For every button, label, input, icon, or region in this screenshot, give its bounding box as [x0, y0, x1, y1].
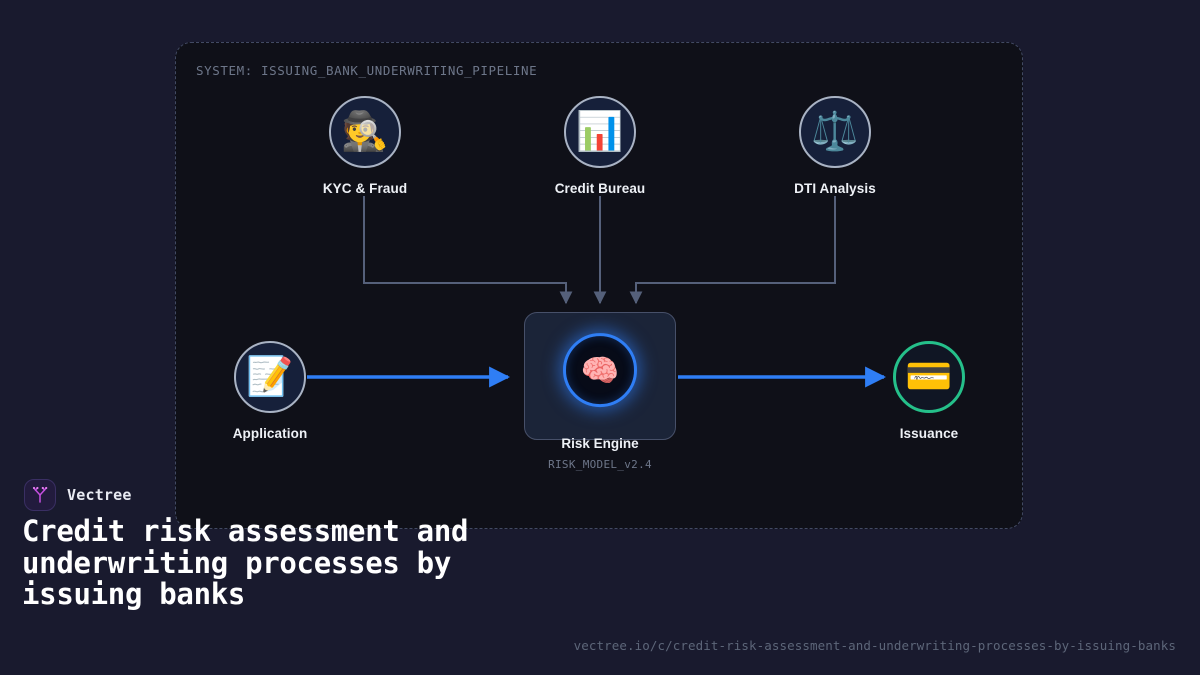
node-label-issuance: Issuance — [899, 426, 959, 441]
scales-icon: ⚖️ — [799, 96, 871, 168]
node-credit-bureau[interactable]: 📊 Credit Bureau — [530, 96, 670, 196]
node-issuance[interactable]: 💳 Issuance — [859, 341, 999, 441]
memo-pencil-glyph: 📝 — [246, 356, 294, 398]
risk-engine-model-version: RISK_MODEL_v2.4 — [548, 458, 652, 471]
brand-name: Vectree — [67, 486, 132, 504]
vectree-logo-icon — [24, 479, 56, 511]
brain-icon: 🧠 — [563, 333, 637, 408]
detective-icon: 🕵️ — [329, 96, 401, 168]
node-risk-engine[interactable]: 🧠 Risk Engine RISK_MODEL_v2.4 — [524, 312, 676, 471]
node-label-dti-analysis: DTI Analysis — [794, 181, 876, 196]
page-title: Credit risk assessment and underwriting … — [22, 514, 469, 612]
memo-pencil-icon: 📝 — [234, 341, 306, 413]
detective-glyph: 🕵️ — [341, 111, 389, 153]
bar-chart-glyph: 📊 — [576, 111, 624, 153]
system-label: SYSTEM: ISSUING_BANK_UNDERWRITING_PIPELI… — [196, 63, 538, 78]
brand-lockup: Vectree — [24, 479, 132, 511]
node-dti-analysis[interactable]: ⚖️ DTI Analysis — [765, 96, 905, 196]
scales-glyph: ⚖️ — [811, 111, 859, 153]
node-label-application: Application — [232, 426, 308, 441]
node-label-risk-engine: Risk Engine — [561, 436, 639, 451]
brain-glyph: 🧠 — [580, 352, 620, 388]
bar-chart-icon: 📊 — [564, 96, 636, 168]
page-url: vectree.io/c/credit-risk-assessment-and-… — [573, 638, 1176, 653]
credit-card-icon: 💳 — [893, 341, 965, 413]
node-application[interactable]: 📝 Application — [200, 341, 340, 441]
node-label-kyc-fraud: KYC & Fraud — [322, 181, 408, 196]
credit-card-glyph: 💳 — [905, 356, 953, 398]
node-kyc-fraud[interactable]: 🕵️ KYC & Fraud — [295, 96, 435, 196]
node-label-credit-bureau: Credit Bureau — [554, 181, 646, 196]
